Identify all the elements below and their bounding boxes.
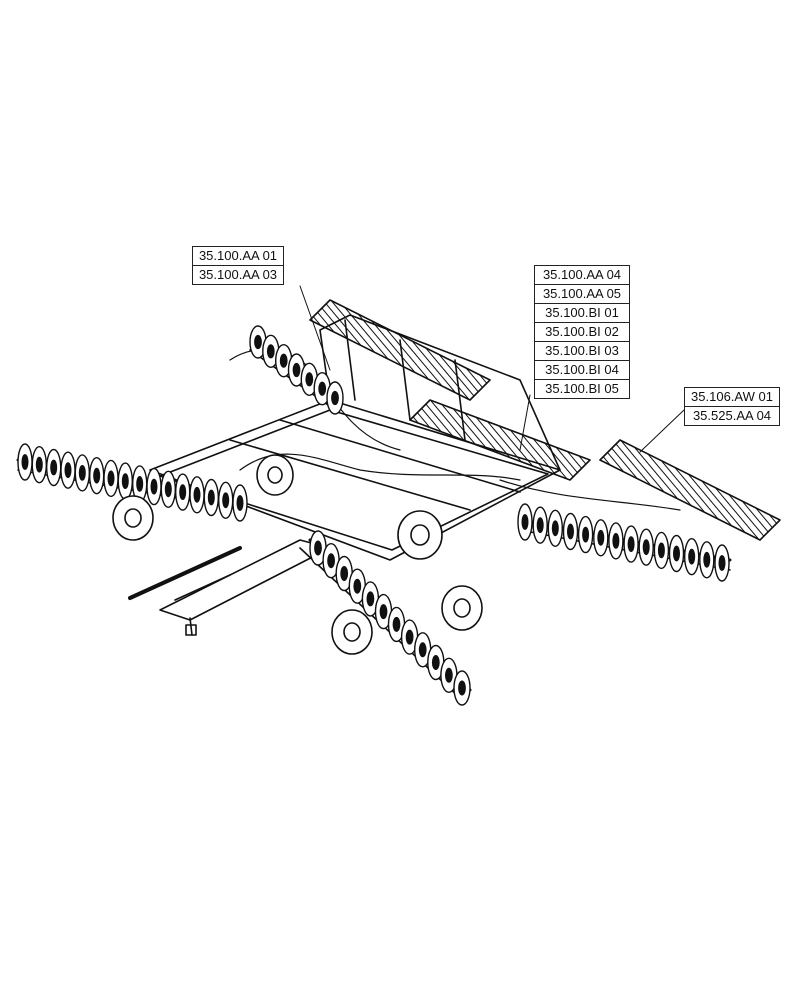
disc-hub <box>703 551 711 568</box>
disc-hub <box>642 539 650 556</box>
disc-hub <box>688 548 696 565</box>
disc-hub <box>405 629 414 645</box>
disc-hub <box>673 545 681 562</box>
wheel-center-left <box>256 454 294 496</box>
disc-hub <box>567 523 575 540</box>
disc-hub <box>207 489 215 506</box>
disc-hub <box>657 542 665 559</box>
tine-harrow-middle <box>409 399 591 481</box>
disc-hub <box>78 464 86 481</box>
disc-hub <box>121 473 129 489</box>
disc-hub <box>340 566 349 582</box>
disc-hub <box>314 540 322 556</box>
disc-hub <box>164 481 172 498</box>
disc-hub <box>292 362 301 378</box>
disc-hub <box>353 578 362 594</box>
callout-35-106-aw-01[interactable]: 35.106.AW 01 <box>684 387 780 407</box>
tine-harrow-left <box>309 299 491 401</box>
disc-hub <box>612 533 620 549</box>
disc-hub <box>64 462 72 479</box>
disc-hub <box>431 655 440 671</box>
callout-35-100-bi-03[interactable]: 35.100.BI 03 <box>534 341 630 361</box>
disc-hub <box>107 470 115 487</box>
leader-lines <box>299 285 685 453</box>
disc-hub <box>551 520 559 537</box>
disc-hub <box>193 486 201 503</box>
disc-hub <box>50 459 58 476</box>
disc-hub <box>279 353 288 368</box>
disc-hub <box>254 334 262 350</box>
wheel-front <box>331 609 373 655</box>
callout-group-a: 35.100.AA 01 35.100.AA 03 <box>192 246 284 285</box>
center-disc-gang-blades <box>309 530 471 706</box>
disc-hub <box>627 536 635 552</box>
disc-hub <box>521 514 529 530</box>
disc-hub <box>458 680 466 696</box>
callout-35-100-bi-04[interactable]: 35.100.BI 04 <box>534 360 630 380</box>
disc-hub <box>379 604 388 620</box>
wheel-left <box>112 495 154 541</box>
callout-35-100-aa-05[interactable]: 35.100.AA 05 <box>534 284 630 304</box>
disc-hub <box>222 492 230 509</box>
callout-35-100-bi-05[interactable]: 35.100.BI 05 <box>534 379 630 399</box>
disc-hub <box>331 390 339 406</box>
tine-harrow-right <box>599 439 781 541</box>
disc-hub <box>597 529 605 546</box>
callout-35-525-aa-04[interactable]: 35.525.AA 04 <box>684 406 780 426</box>
callout-35-100-bi-02[interactable]: 35.100.BI 02 <box>534 322 630 342</box>
disc-hub <box>150 478 158 495</box>
disc-hub <box>318 381 327 396</box>
disc-hub <box>392 616 401 632</box>
disc-hub <box>582 526 590 543</box>
disc-hub <box>35 456 43 473</box>
disc-hub <box>536 517 544 534</box>
disc-hub <box>718 555 726 571</box>
left-disc-gang-blades <box>17 443 248 522</box>
hitch-tongue <box>128 539 331 636</box>
left-front-gang-blades <box>249 325 344 415</box>
callout-35-100-aa-04[interactable]: 35.100.AA 04 <box>534 265 630 285</box>
disc-hub <box>418 642 427 658</box>
callout-35-100-bi-01[interactable]: 35.100.BI 01 <box>534 303 630 323</box>
disc-hub <box>366 591 375 607</box>
wheel-rear <box>397 510 443 560</box>
right-disc-gang-blades <box>517 503 730 582</box>
disc-hub <box>93 467 101 484</box>
wheel-center-right <box>441 585 483 631</box>
disc-hub <box>327 553 335 569</box>
disc-hub <box>305 372 314 387</box>
disc-hub <box>21 454 29 470</box>
disc-hub <box>236 495 244 511</box>
callout-35-100-aa-03[interactable]: 35.100.AA 03 <box>192 265 284 285</box>
disc-hub <box>136 475 144 492</box>
disc-hub <box>266 344 275 359</box>
disc-hub <box>179 484 187 500</box>
callout-35-100-aa-01[interactable]: 35.100.AA 01 <box>192 246 284 266</box>
disc-hub <box>444 667 453 683</box>
callout-group-b: 35.100.AA 04 35.100.AA 05 35.100.BI 01 3… <box>534 265 630 399</box>
callout-group-c: 35.106.AW 01 35.525.AA 04 <box>684 387 780 426</box>
